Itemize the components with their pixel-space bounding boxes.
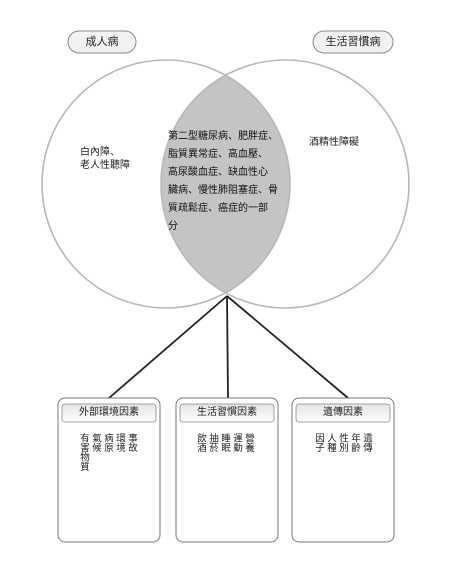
connector-middle [226,295,229,399]
connector-right [226,295,349,399]
box-lifestyle-header [179,403,275,423]
box-external-frame [57,397,161,543]
box-item: 病原 [102,433,113,452]
box-item: 環境 [114,433,125,452]
box-lifestyle-title: 生活習慣因素 [197,407,257,418]
box-item: 飲酒 [195,433,206,452]
box-genetic-items: 遺傳 年齡 性別 人種 因子 [313,433,372,452]
left-pill [67,30,137,54]
box-genetic-title: 遺傳因素 [323,407,363,418]
box-genetic-header [295,403,391,423]
box-external-header [61,403,157,423]
right-circle-text: 酒精性障礙 [309,137,359,148]
box-genetic-frame [291,397,395,543]
box-item: 遺傳 [361,433,372,452]
box-lifestyle-items: 營養 運動 睡眠 抽菸 飲酒 [195,433,254,452]
left-circle [41,59,291,309]
box-item: 營養 [243,433,254,452]
box-external-title: 外部環境因素 [79,407,139,418]
left-circle-text: 白內障、 老人性聽障 [80,147,130,171]
right-circle [160,59,410,309]
box-item: 運動 [231,433,242,452]
right-pill [312,30,394,54]
left-pill-label: 成人病 [85,35,119,48]
box-lifestyle-frame [175,397,279,543]
box-item: 年齡 [349,433,360,452]
box-item: 氣候 [90,433,101,452]
box-item: 有害物質 [78,433,89,471]
box-item: 因子 [313,433,324,452]
right-pill-label: 生活習慣病 [325,35,381,48]
box-item: 事故 [126,433,137,452]
box-item: 睡眠 [219,433,230,452]
overlap-lens [161,60,290,308]
overlap-text: 第二型糖尿病、肥胖症、 脂質異常症、高血壓、 高尿酸血症、缺血性心 臟病、慢性肺… [168,131,278,232]
connector-left [108,295,228,399]
box-item: 抽菸 [207,433,218,452]
box-external-items: 事故 環境 病原 氣候 有害物質 [78,433,137,471]
box-item: 人種 [325,433,336,452]
box-item: 性別 [337,433,348,452]
